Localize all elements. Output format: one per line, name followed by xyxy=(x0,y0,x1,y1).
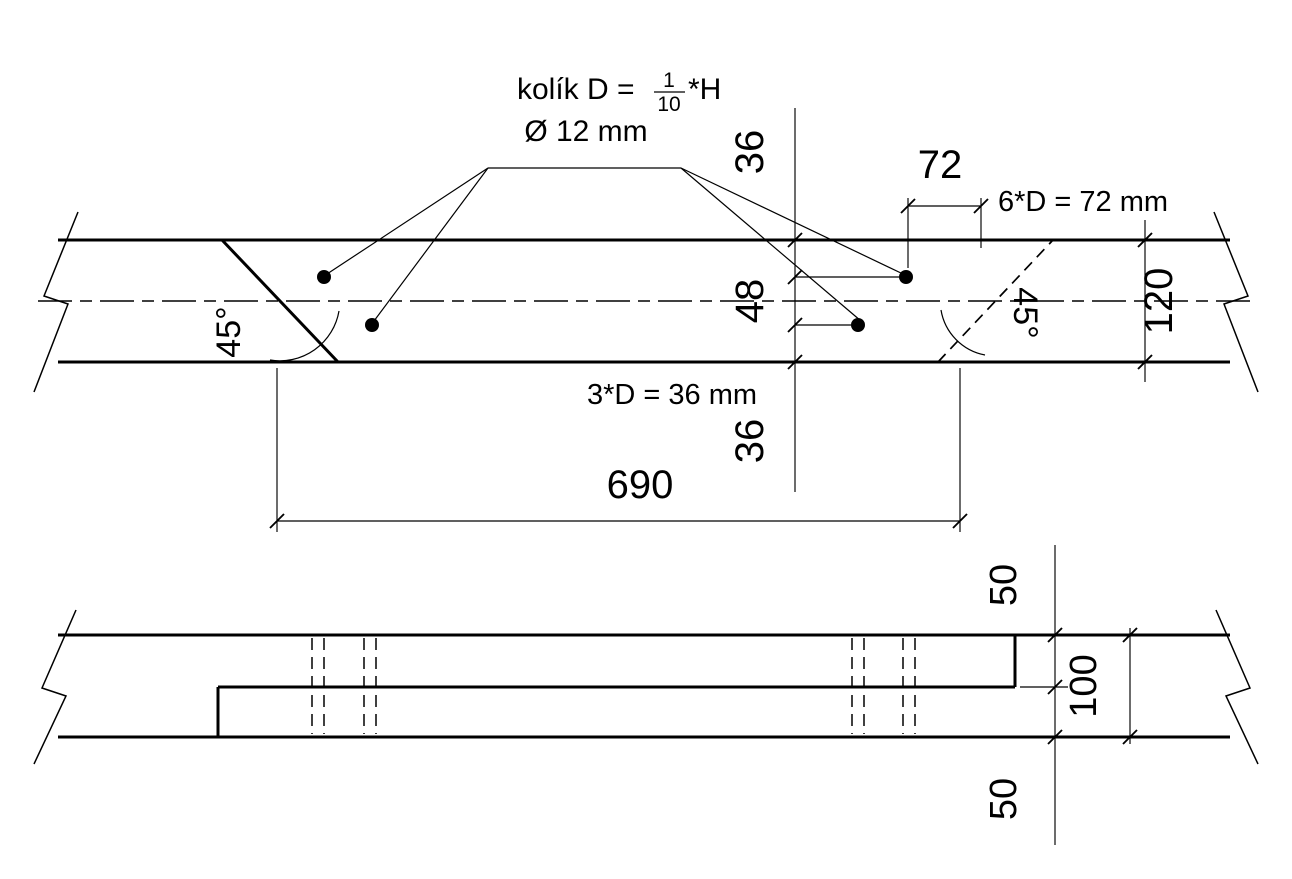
dowel-holes-hidden xyxy=(311,638,916,734)
dowel-right-upper xyxy=(899,270,913,284)
dim-tick xyxy=(1137,232,1153,248)
note-3d: 3*D = 36 mm xyxy=(587,379,757,411)
dim-tick xyxy=(787,354,803,370)
angle-left-label: 45° xyxy=(210,306,248,357)
dim-120-group: 120 xyxy=(1137,220,1181,382)
leader-right-upper xyxy=(680,167,904,275)
dim-100: 100 xyxy=(1063,654,1105,717)
dim-tick xyxy=(1122,729,1138,745)
break-mark-right xyxy=(1213,211,1259,393)
leader-left-upper xyxy=(326,167,489,275)
dim-36-bottom: 36 xyxy=(728,419,772,464)
dim-50-top: 50 xyxy=(983,564,1025,606)
dim-72: 72 xyxy=(918,143,963,187)
dim-tick xyxy=(787,232,803,248)
dim-tick xyxy=(1047,627,1063,643)
dowel-diameter-label: Ø 12 mm xyxy=(524,115,647,148)
dim-tick xyxy=(900,198,916,214)
plan-view: 50 100 50 xyxy=(33,545,1259,845)
dim-chain-vertical: 36 48 36 xyxy=(728,108,899,492)
scarf-cut-left xyxy=(220,238,340,364)
dowel-leaders xyxy=(326,167,904,322)
dim-120: 120 xyxy=(1137,268,1181,335)
leader-right-lower xyxy=(680,167,862,322)
fraction-numerator: 1 xyxy=(663,69,675,92)
dowel-left-lower xyxy=(365,318,379,332)
dowel-note: kolík D = 1 10 *H Ø 12 mm xyxy=(517,69,721,148)
angle-arc-left xyxy=(269,310,340,362)
dim-tick xyxy=(973,198,989,214)
dowel-note-prefix: kolík D = xyxy=(517,73,635,106)
dim-690: 690 xyxy=(607,463,674,507)
break-mark-left xyxy=(33,211,79,393)
scarf-cut-right-hidden xyxy=(937,239,1054,363)
dim-tick xyxy=(1047,729,1063,745)
side-view: 45° 45° kolík D = 1 10 *H Ø 12 mm xyxy=(33,69,1259,532)
break-mark-left xyxy=(33,609,77,765)
dowel-note-suffix: *H xyxy=(688,73,721,106)
dowel-right-lower xyxy=(851,318,865,332)
break-mark-right xyxy=(1215,609,1259,765)
dim-72-group: 72 6*D = 72 mm xyxy=(900,143,1168,268)
dim-tick xyxy=(952,513,968,529)
dim-tick xyxy=(269,513,285,529)
dim-36-top: 36 xyxy=(728,130,772,175)
fraction-denominator: 10 xyxy=(657,93,680,116)
dim-tick xyxy=(1122,627,1138,643)
leader-left-lower xyxy=(373,167,489,322)
angle-arc-right xyxy=(940,309,986,356)
dim-48: 48 xyxy=(728,279,772,324)
dim-tick xyxy=(1137,354,1153,370)
dim-690-group: 690 xyxy=(269,368,968,532)
note-6d: 6*D = 72 mm xyxy=(998,186,1168,218)
plan-dim-group: 50 100 50 xyxy=(983,545,1138,845)
dim-50-bottom: 50 xyxy=(983,778,1025,820)
angle-right-label: 45° xyxy=(1006,287,1044,338)
